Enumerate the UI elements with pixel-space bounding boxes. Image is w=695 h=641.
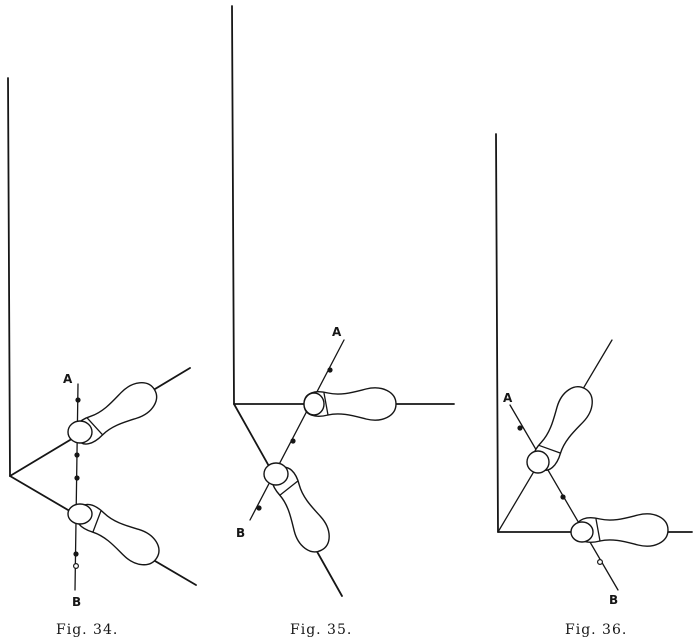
fig36-axis-dot — [560, 494, 566, 500]
fig36-vertical-line — [495, 133, 499, 533]
fig34-axis-dot — [74, 475, 80, 481]
fig36-horizontal-foot — [575, 513, 669, 547]
figure-35: A B Fig. 35. — [231, 5, 455, 638]
fig34-axis-dot — [74, 452, 80, 458]
fig34-upper-foot — [73, 382, 158, 445]
fig36-axis-dot — [517, 425, 523, 431]
fig35-lower-heel-circle — [263, 462, 289, 486]
figure-36: A B Fig. 36. — [495, 133, 693, 638]
fig34-axis-open-dot — [72, 562, 79, 569]
fig34-label-b: B — [72, 595, 81, 609]
fig34-upper-heel-circle — [67, 420, 93, 444]
fig34-label-a: A — [63, 372, 73, 386]
fig34-axis-dot — [73, 551, 79, 557]
fig35-axis-dot — [290, 438, 296, 444]
fig35-axis-dot — [256, 505, 262, 511]
fig35-diagonal-foot — [271, 466, 330, 553]
fig34-axis-dot — [75, 397, 81, 403]
fig36-lower-heel-circle — [570, 521, 594, 543]
fig35-caption: Fig. 35. — [290, 622, 352, 638]
fig35-label-b: B — [236, 526, 245, 540]
fig36-caption: Fig. 36. — [565, 622, 627, 638]
fig35-top-heel-circle — [303, 392, 325, 416]
fig34-axis-ab — [74, 383, 79, 591]
fig36-diagonal-foot — [532, 386, 593, 471]
fig34-lower-foot — [75, 503, 160, 566]
fig34-vertical-line — [7, 77, 11, 477]
figure-34: A B Fig. 34. — [7, 77, 197, 638]
fig36-upper-heel-circle — [526, 450, 550, 474]
fig35-vertical-line — [231, 5, 235, 405]
fig35-axis-dot — [327, 367, 333, 373]
fig36-label-a: A — [503, 391, 513, 405]
fig35-label-a: A — [332, 325, 342, 339]
fig36-label-b: B — [609, 593, 618, 607]
fig35-horizontal-foot — [303, 387, 397, 421]
fig34-lower-heel-circle — [67, 503, 93, 525]
fig36-axis-open-dot — [596, 558, 603, 565]
fig34-caption: Fig. 34. — [56, 622, 118, 638]
